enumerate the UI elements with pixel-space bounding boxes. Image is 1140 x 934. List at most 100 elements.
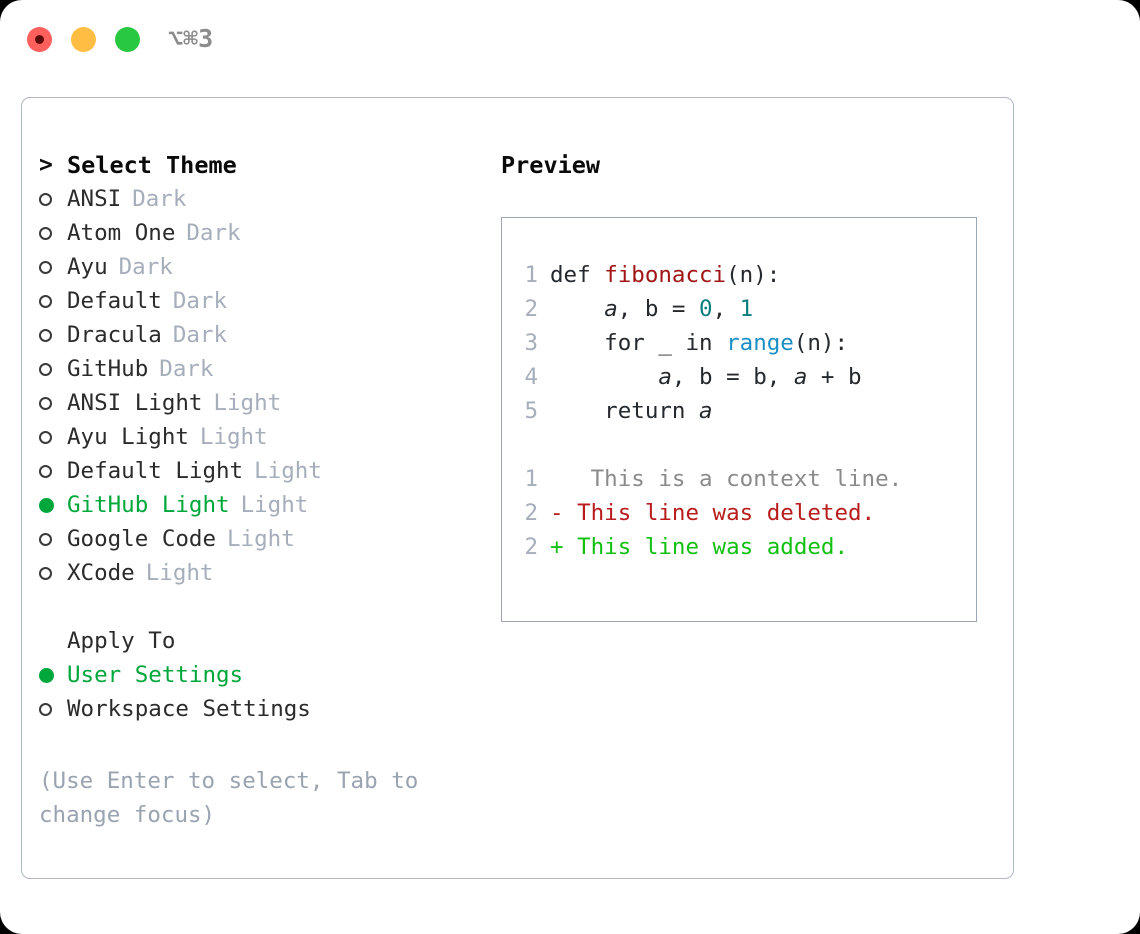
close-button[interactable]	[27, 27, 52, 52]
theme-option-label: GitHub Light	[67, 492, 230, 518]
code-token: ,	[617, 296, 645, 322]
code-token: , b = b,	[671, 364, 794, 390]
preview-title: Preview	[501, 151, 601, 179]
theme-option-label: Dracula	[67, 322, 162, 348]
code-line-text: a, b = b, a + b	[550, 360, 862, 394]
radio-unselected-icon	[39, 566, 67, 580]
code-token: a	[699, 398, 713, 424]
apply-to-option-user-settings[interactable]: User Settings	[39, 658, 479, 692]
theme-option-label: Default	[67, 288, 162, 314]
theme-option-default-light[interactable]: Default Light Light	[39, 454, 479, 488]
line-number: 4	[524, 364, 538, 390]
theme-option-github[interactable]: GitHub Dark	[39, 352, 479, 386]
radio-selected-icon	[39, 667, 67, 683]
diff-sign: +	[550, 534, 564, 560]
theme-option-variant-tag: Light	[254, 458, 322, 484]
theme-option-variant-tag: Dark	[172, 288, 228, 314]
diff-sign	[550, 462, 564, 496]
radio-unselected-icon	[39, 532, 67, 546]
theme-option-variant-tag: Dark	[118, 254, 173, 280]
theme-option-ansi[interactable]: ANSI Dark	[39, 182, 479, 216]
apply-to-header: Apply To	[67, 628, 176, 654]
code-token: return	[550, 398, 700, 424]
theme-option-variant-tag: Light	[213, 390, 282, 416]
code-line-text: return a	[550, 394, 713, 428]
radio-unselected-icon	[39, 430, 67, 444]
code-token: fibonacci	[604, 262, 727, 288]
line-number: 1	[524, 262, 538, 288]
code-token: (n):	[726, 262, 781, 288]
code-token: ,	[712, 296, 740, 322]
title-bar: ⌥⌘3	[0, 0, 1140, 78]
radio-selected-icon	[39, 497, 67, 513]
radio-unselected-icon	[39, 260, 67, 274]
radio-unselected-icon	[39, 192, 67, 206]
theme-option-variant-tag: Dark	[186, 220, 241, 246]
spacer	[39, 590, 479, 624]
theme-option-ayu-light[interactable]: Ayu Light Light	[39, 420, 479, 454]
radio-unselected-icon	[39, 396, 67, 410]
theme-option-label: Atom One	[67, 220, 176, 246]
apply-to-option-workspace-settings[interactable]: Workspace Settings	[39, 692, 479, 726]
code-token: 0	[699, 296, 713, 322]
theme-option-label: Google Code	[67, 526, 217, 552]
apply-to-option-label: User Settings	[67, 662, 244, 688]
theme-option-dracula[interactable]: Dracula Dark	[39, 318, 479, 352]
code-token: (n):	[793, 330, 849, 356]
code-line: 3 for _ in range(n):	[520, 326, 976, 360]
code-line-text: for _ in range(n):	[550, 326, 848, 360]
theme-option-label: Default Light	[67, 458, 244, 484]
diff-sign: -	[550, 500, 564, 526]
theme-option-atom-one[interactable]: Atom One Dark	[39, 216, 479, 250]
apply-to-option-label: Workspace Settings	[67, 696, 311, 722]
code-diff-spacer	[520, 428, 976, 462]
radio-unselected-icon	[39, 702, 67, 716]
theme-option-ayu[interactable]: Ayu Dark	[39, 250, 479, 284]
code-token: def	[550, 262, 605, 288]
code-line: 4 a, b = b, a + b	[520, 360, 976, 394]
select-theme-header: > Select Theme	[39, 148, 479, 182]
theme-option-default[interactable]: Default Dark	[39, 284, 479, 318]
code-token: a	[793, 364, 808, 390]
code-token: for _ in	[550, 330, 727, 356]
window-controls	[27, 27, 140, 52]
theme-option-label: Ayu Light	[67, 424, 189, 450]
theme-option-variant-tag: Dark	[132, 186, 187, 212]
diff-sample: 1 This is a context line. 2- This line wa…	[520, 462, 976, 564]
keyboard-shortcut-label: ⌥⌘3	[168, 24, 214, 53]
theme-option-variant-tag: Light	[240, 492, 309, 518]
minimize-button[interactable]	[71, 27, 96, 52]
code-line: 2 a, b = 0, 1	[520, 292, 976, 326]
theme-option-variant-tag: Dark	[159, 356, 214, 382]
code-token	[550, 296, 604, 322]
code-token: + b	[807, 364, 862, 390]
radio-unselected-icon	[39, 362, 67, 376]
line-number: 1	[524, 466, 538, 492]
diff-line-text: This line was added.	[563, 534, 849, 560]
theme-option-variant-tag: Dark	[172, 322, 228, 348]
theme-option-label: Ayu	[67, 254, 108, 280]
radio-unselected-icon	[39, 328, 67, 342]
line-number: 3	[524, 330, 538, 356]
code-token: b	[644, 296, 659, 322]
code-token: 1	[739, 296, 754, 322]
code-line: 1 def fibonacci(n):	[520, 258, 976, 292]
diff-line-text: This line was deleted.	[563, 500, 876, 526]
diff-line: 2- This line was deleted.	[520, 496, 976, 530]
theme-option-label: GitHub	[67, 356, 149, 382]
diff-line-text: This is a context line.	[563, 466, 903, 492]
theme-option-github-light[interactable]: GitHub Light Light	[39, 488, 479, 522]
maximize-button[interactable]	[115, 27, 140, 52]
theme-option-label: ANSI	[67, 186, 122, 212]
theme-option-label: XCode	[67, 560, 135, 586]
line-number: 5	[524, 398, 538, 424]
theme-option-variant-tag: Light	[199, 424, 268, 450]
code-token: a	[658, 364, 672, 390]
